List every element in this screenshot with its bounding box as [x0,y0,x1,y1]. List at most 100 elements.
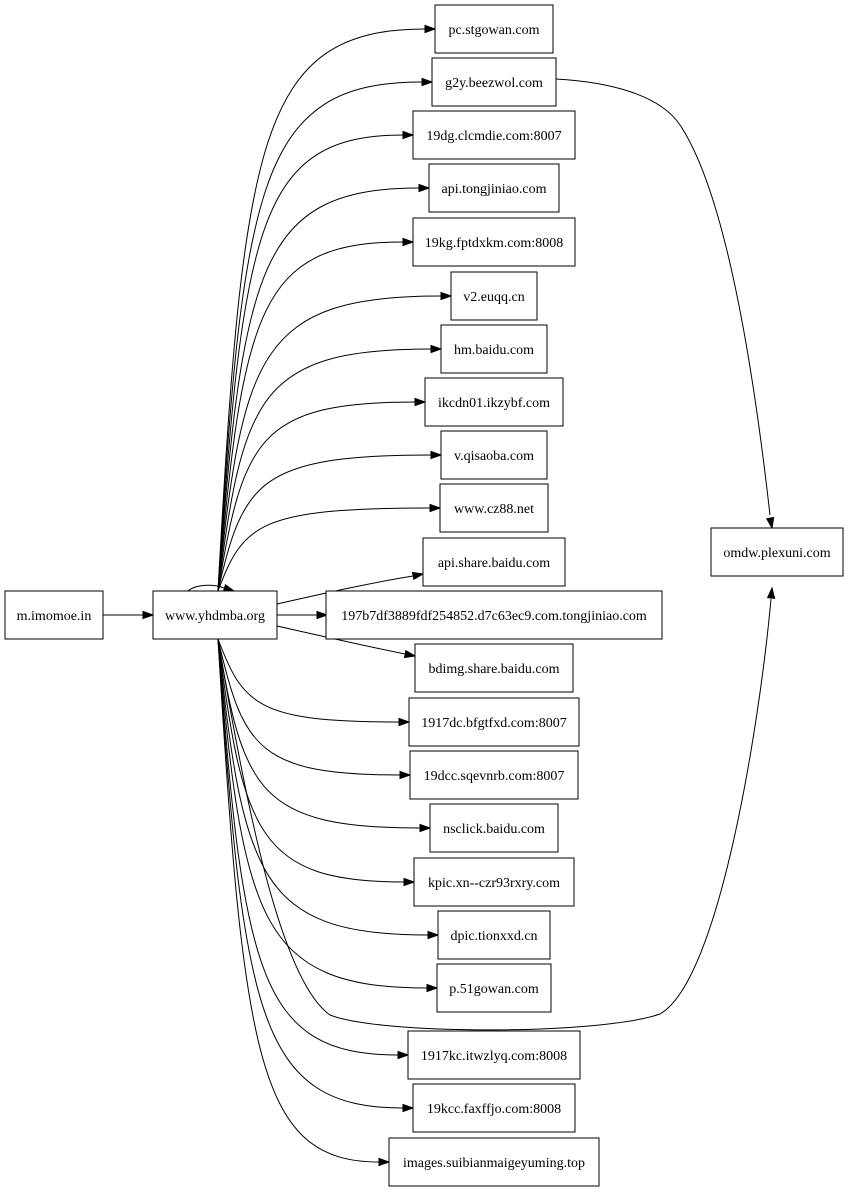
node-box [409,750,579,800]
edge-line [217,187,420,592]
edge-root-hub [103,610,155,620]
edge-line [217,28,426,592]
node-t16[interactable]: nsclick.baidu.com [429,803,559,853]
node-box [436,963,552,1013]
arrowhead [765,516,775,530]
edge-hub-t4 [217,183,431,592]
node-t6[interactable]: v2.euqq.cn [450,271,538,321]
edge-hub-t13 [276,625,417,659]
edge-hub-t5 [217,237,415,592]
node-label: 19kcc.faxffjo.com:8008 [427,1102,561,1117]
node-t12[interactable]: 197b7df3889fdf254852.d7c63ec9.com.tongji… [325,590,663,640]
node-t8[interactable]: ikcdn01.ikzybf.com [424,377,564,427]
edge-hub-t7 [217,344,443,592]
arrowhead [397,1050,410,1060]
arrowhead [766,586,776,599]
arrowhead [399,770,412,780]
arrowhead [402,237,415,247]
edge-line [217,638,404,1109]
node-t4[interactable]: api.tongjiniao.com [428,163,560,213]
node-box [414,643,574,693]
edge-hub-t14 [217,638,411,727]
node-box [4,590,104,640]
node-hub[interactable]: www.yhdmba.org [152,590,278,640]
arrowhead [440,291,453,301]
arrowhead [426,983,439,993]
edge-hub-om [217,586,776,1031]
edge-line [217,638,380,1163]
node-t14[interactable]: 1917dc.bfgtfxd.com:8007 [408,697,580,747]
node-t21[interactable]: 19kcc.faxffjo.com:8008 [412,1083,576,1133]
node-t11[interactable]: api.share.baidu.com [422,537,566,587]
node-t7[interactable]: hm.baidu.com [440,324,548,374]
nodes-layer: m.imomoe.in www.yhdmba.org pc.stgowan.comg… [4,4,844,1187]
edge-line [187,584,225,592]
edge-line [217,507,431,592]
edge-hub-t20 [217,638,410,1060]
node-t3[interactable]: 19dg.clcmdie.com:8007 [412,110,576,160]
node-t5[interactable]: 19kg.fptdxkm.com:8008 [412,217,576,267]
node-t18[interactable]: dpic.tionxxd.cn [437,910,551,960]
edge-hub-t2 [217,77,434,592]
node-box [388,1137,600,1187]
node-t15[interactable]: 19dcc.sqevnrb.com:8007 [409,750,579,800]
node-t22[interactable]: images.suibianmaigeyuming.top [388,1137,600,1187]
edge-hub-t17 [217,638,416,887]
edges-layer [103,24,776,1167]
node-box [412,110,576,160]
arrowhead [430,344,443,354]
node-box [152,590,278,640]
node-om[interactable]: omdw.plexuni.com [710,527,844,577]
arrowhead [421,77,434,87]
node-t2[interactable]: g2y.beezwol.com [431,57,557,107]
arrowhead [402,130,415,140]
arrowhead [142,610,155,620]
node-t17[interactable]: kpic.xn--czr93rxry.com [413,857,575,907]
edge-line [217,638,405,883]
node-box [412,1083,576,1133]
edge-line [217,638,401,776]
arrowhead [378,1157,391,1167]
node-label: ikcdn01.ikzybf.com [438,396,550,411]
node-box [422,537,566,587]
arrowhead [418,183,431,193]
node-t13[interactable]: bdimg.share.baidu.com [414,643,574,693]
node-t9[interactable]: v.qisaoba.com [440,430,548,480]
node-label: 197b7df3889fdf254852.d7c63ec9.com.tongji… [341,609,647,624]
node-box [429,803,559,853]
node-label: hm.baidu.com [454,343,534,358]
edge-hub-t9 [217,450,443,592]
node-label: nsclick.baidu.com [443,822,545,837]
edge-hub-t19 [217,638,439,993]
node-t10[interactable]: www.cz88.net [439,483,549,533]
node-t20[interactable]: 1917kc.itwzlyq.com:8008 [407,1030,581,1080]
node-label: bdimg.share.baidu.com [428,662,559,677]
node-label: api.tongjiniao.com [442,182,547,197]
arrowhead [398,717,411,727]
edge-line [217,638,399,1056]
node-label: 1917dc.bfgtfxd.com:8007 [421,716,566,731]
edge-line [217,81,423,592]
arrowhead [316,610,329,620]
node-box [440,324,548,374]
node-label: api.share.baidu.com [438,556,550,571]
node-t1[interactable]: pc.stgowan.com [434,4,554,54]
node-box [407,1030,581,1080]
arrowhead [403,649,417,659]
edge-line [217,638,400,723]
node-box [325,590,663,640]
edge-hub-t8 [217,397,427,592]
edge-line [217,638,429,936]
node-label: kpic.xn--czr93rxry.com [428,876,560,891]
node-root[interactable]: m.imomoe.in [4,590,104,640]
edge-line [217,348,432,592]
node-t19[interactable]: p.51gowan.com [436,963,552,1013]
arrowhead [430,450,443,460]
arrowhead [429,503,442,513]
arrowhead [424,24,437,34]
edge-hub-t11 [276,571,425,605]
edge-hub-t3 [217,130,415,592]
node-box [437,910,551,960]
node-label: images.suibianmaigeyuming.top [403,1156,585,1171]
